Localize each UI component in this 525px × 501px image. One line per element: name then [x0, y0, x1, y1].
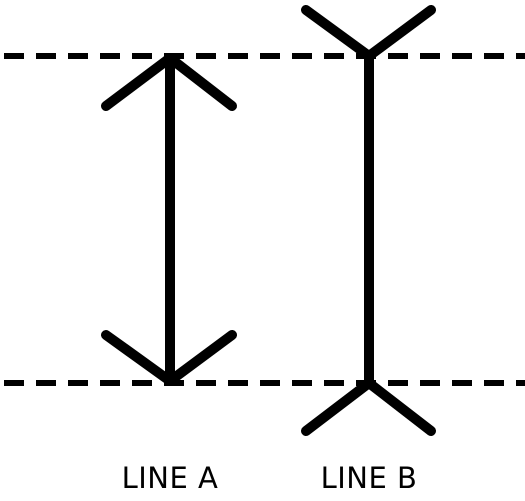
line-a-top-left-fin [101, 53, 175, 111]
line-b-label: LINE B [320, 461, 418, 495]
line-a-label: LINE A [121, 461, 219, 495]
line-b-top-right-fin [364, 5, 436, 61]
line-b-bottom-right-fin [364, 378, 436, 436]
line-b-top-left-fin [301, 5, 374, 61]
line-b-bottom-left-fin [301, 378, 374, 436]
line-a-bottom-right-fin [165, 330, 237, 386]
line-b-figure [301, 5, 436, 436]
line-a-figure [101, 53, 237, 386]
line-a-bottom-left-fin [101, 330, 175, 386]
line-a-top-right-fin [165, 53, 237, 111]
